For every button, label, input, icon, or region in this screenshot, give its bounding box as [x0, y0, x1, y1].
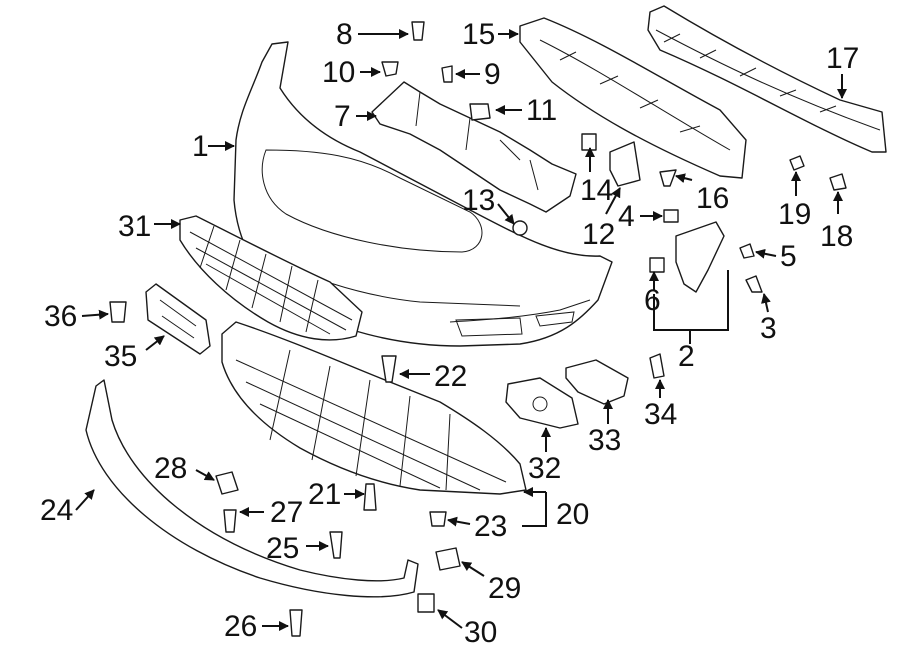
callout-12: 12	[582, 218, 615, 251]
callout-27: 27	[270, 496, 303, 529]
callout-1: 1	[192, 130, 209, 163]
callout-15: 15	[462, 18, 495, 51]
callout-20: 20	[556, 498, 589, 531]
callout-19: 19	[778, 198, 811, 231]
callout-23: 23	[474, 510, 507, 543]
callout-3: 3	[760, 312, 777, 345]
callout-18: 18	[820, 220, 853, 253]
callout-22: 22	[434, 360, 467, 393]
license-plate-bracket	[145, 283, 211, 355]
callout-34: 34	[644, 398, 677, 431]
callout-8: 8	[336, 18, 353, 51]
air-deflector	[85, 379, 419, 598]
callout-25: 25	[266, 532, 299, 565]
callout-30: 30	[464, 616, 497, 649]
splash-shield	[221, 321, 527, 495]
callout-2: 2	[678, 340, 695, 373]
callout-28: 28	[154, 452, 187, 485]
callout-29: 29	[488, 572, 521, 605]
fasteners	[109, 21, 847, 637]
left-bracket	[505, 377, 579, 429]
upper-energy-absorber	[519, 17, 747, 179]
callout-33: 33	[588, 424, 621, 457]
side-mount-bracket	[649, 209, 725, 293]
callout-31: 31	[118, 210, 151, 243]
impact-bar	[647, 5, 887, 153]
callout-36: 36	[44, 300, 77, 333]
mounting-bracket	[371, 81, 577, 213]
callout-13: 13	[462, 184, 495, 217]
callout-4: 4	[618, 200, 635, 233]
lower-grille	[179, 215, 363, 341]
callout-24: 24	[40, 494, 73, 527]
callout-9: 9	[484, 58, 501, 91]
callout-labels: 1 2 3 4 5 6 7 8 9 10 11 12 13 14 15 16 1…	[40, 18, 859, 649]
callout-26: 26	[224, 610, 257, 643]
leader-lines	[75, 29, 847, 631]
callout-11: 11	[526, 94, 557, 127]
callout-6: 6	[644, 284, 661, 317]
callout-7: 7	[334, 100, 351, 133]
callout-14: 14	[580, 174, 613, 207]
callout-10: 10	[322, 56, 355, 89]
callout-5: 5	[780, 240, 797, 273]
callout-35: 35	[104, 340, 137, 373]
callout-16: 16	[696, 182, 729, 215]
callout-21: 21	[308, 478, 341, 511]
callout-17: 17	[826, 42, 859, 75]
callout-32: 32	[528, 452, 561, 485]
side-bracket	[565, 359, 629, 405]
